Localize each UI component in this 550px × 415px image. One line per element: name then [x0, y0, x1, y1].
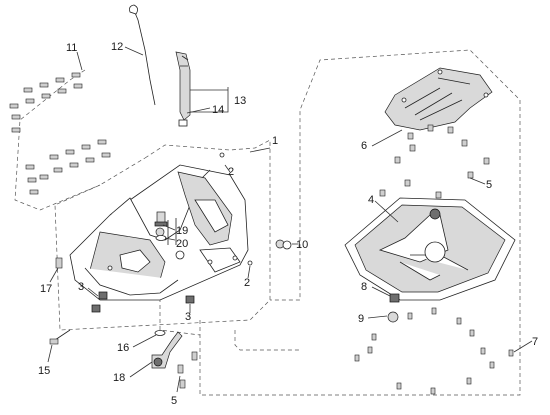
callout-5-bottom: 5: [171, 395, 177, 407]
callout-12: 12: [111, 41, 123, 53]
callout-3-right: 3: [185, 311, 191, 323]
bolt-set-11: [9, 72, 83, 133]
callout-17: 17: [40, 283, 52, 295]
oil-dipstick: [129, 4, 156, 106]
dipstick-tube: [175, 51, 191, 127]
drain-plug-8: [389, 293, 400, 303]
callout-1: 1: [272, 135, 278, 147]
callout-7: 7: [532, 336, 538, 348]
oil-sump: [344, 197, 516, 301]
o-ring-16: [154, 330, 166, 336]
sump-bolts-7: [354, 307, 514, 395]
oil-pump-pickup-18: [151, 331, 183, 369]
oil-pressure-sender-19: [154, 211, 168, 227]
callout-16: 16: [117, 342, 129, 354]
callout-5-right: 5: [486, 179, 492, 191]
callout-18: 18: [113, 372, 125, 384]
engine-base-housing: [69, 164, 249, 301]
callout-6: 6: [361, 140, 367, 152]
callout-15: 15: [38, 365, 50, 377]
leader-lines: [47, 46, 533, 393]
drain-washer-9: [387, 311, 399, 323]
bolts-5-bottom: [177, 351, 198, 389]
bolt-15: [49, 329, 71, 345]
dashed-group-outlines: [14, 49, 521, 396]
callout-14: 14: [212, 104, 224, 116]
bolt-set-housing: [25, 139, 111, 195]
callout-2-upper: 2: [228, 166, 234, 178]
dowel-2: [219, 152, 253, 266]
callout-3-left: 3: [78, 281, 84, 293]
callout-10: 10: [296, 239, 308, 251]
callout-labels: 1 2 2 3 3 4 5 5 6 7 8 9 10 11 12 13 14 1…: [38, 41, 538, 407]
callout-2-lower: 2: [244, 277, 250, 289]
callout-9: 9: [358, 313, 364, 325]
skid-plate: [384, 67, 493, 131]
callout-11: 11: [66, 42, 77, 54]
callout-13: 13: [234, 95, 246, 107]
skid-plate-bolts: [379, 124, 490, 199]
callout-8: 8: [361, 281, 367, 293]
callout-19: 19: [176, 225, 188, 237]
sealing-washer-20: [155, 235, 167, 241]
bolt-3-right: [185, 295, 195, 304]
callout-20: 20: [176, 238, 188, 250]
bolt-3-left: [91, 291, 108, 313]
plug-10: [275, 239, 292, 250]
stud-17: [55, 257, 63, 269]
callout-4: 4: [368, 194, 374, 206]
